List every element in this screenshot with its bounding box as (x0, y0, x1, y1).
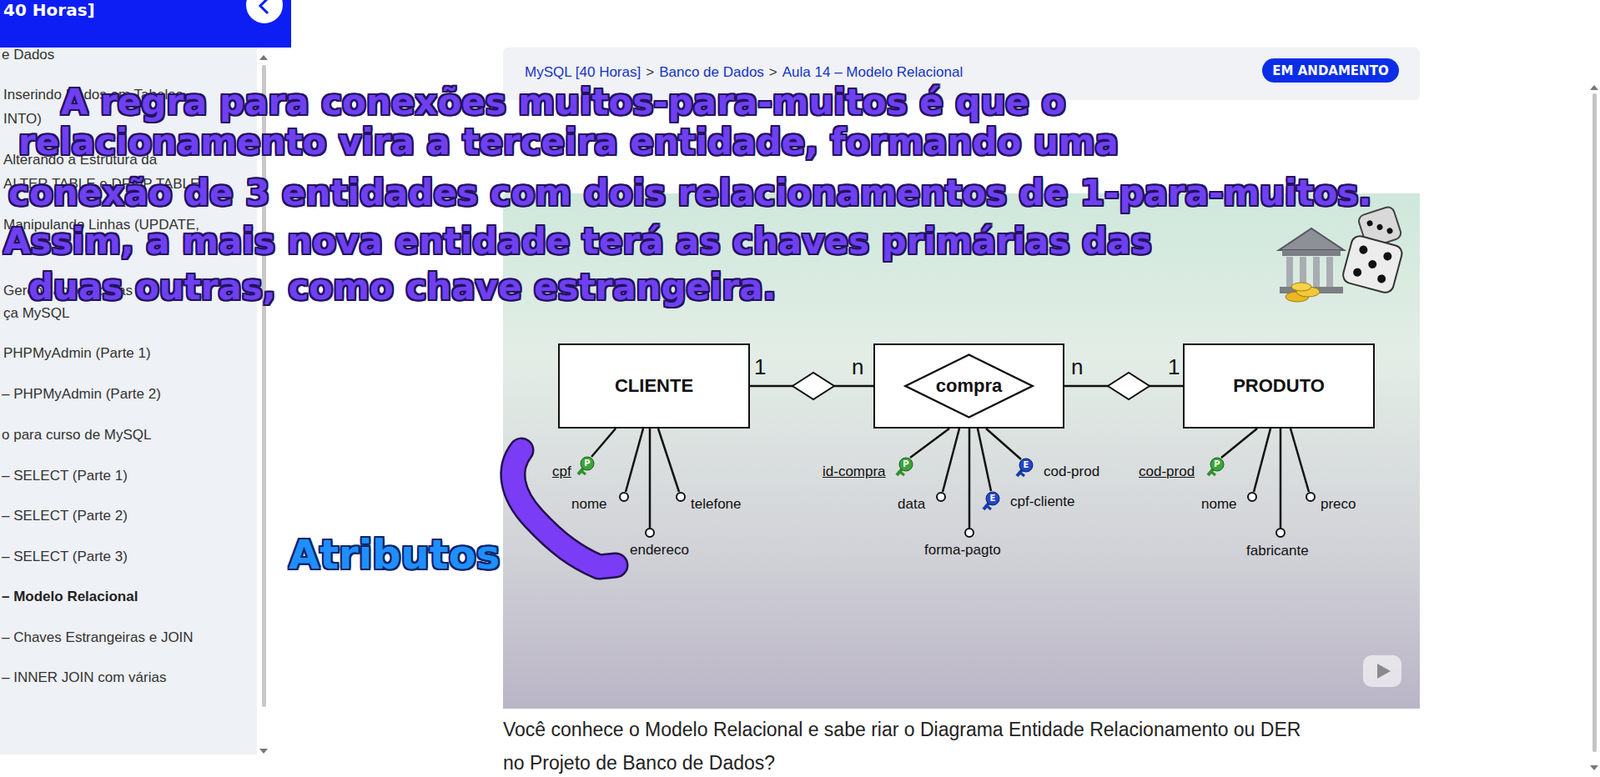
entity-box: CLIENTE (558, 343, 750, 429)
menu-item: – SELECT (Parte 3) (1, 548, 128, 566)
overlay-callout: Atributos (288, 530, 500, 579)
body-text: no Projeto de Banco de Dados? (503, 752, 775, 775)
brush-squiggle (513, 450, 616, 568)
attribute: nome (1201, 496, 1238, 514)
attribute: data (897, 496, 926, 514)
menu-item: – Chaves Estrangeiras e JOIN (1, 629, 194, 647)
menu-item: o para curso de MySQL (1, 427, 152, 444)
menu-item: – INNER JOIN com várias (1, 669, 167, 687)
overlay-note: relacionamento vira a terceira entidade,… (18, 121, 1119, 164)
node-text: compra (935, 375, 1002, 398)
relationship-entity: compra (873, 343, 1065, 429)
status-badge: EM ANDAMENTO (1262, 58, 1399, 83)
attribute-circles (619, 493, 1315, 538)
attribute: cod-prod (1043, 463, 1100, 481)
attribute: telefone (690, 496, 742, 514)
attribute: preco (1320, 496, 1357, 514)
diamond-shape (905, 355, 1032, 418)
menu-item-active: – Modelo Relacional (1, 588, 138, 606)
node-text: EM ANDAMENTO (1272, 63, 1389, 79)
overlay-note: duas outras, como chave estrangeira. (28, 266, 776, 309)
attribute: fabricante (1246, 543, 1309, 560)
menu-item: – SELECT (Parte 2) (1, 508, 128, 525)
key-attribute: cod-prod (1138, 463, 1195, 481)
breadcrumb-link: Aula 14 – Modelo Relacional (782, 64, 963, 81)
key-letter: E (987, 493, 998, 505)
breadcrumb-link: MySQL [40 Horas] (524, 64, 641, 81)
key-letter: P (900, 458, 911, 471)
menu-item: – PHPMyAdmin (Parte 2) (1, 386, 162, 403)
cardinality: 1 (754, 354, 766, 380)
key-letter: E (1021, 459, 1032, 472)
attribute: nome (571, 496, 608, 514)
collapse-button (0, 0, 301, 34)
play-button (1363, 655, 1402, 688)
breadcrumb-separator: > (640, 64, 660, 81)
body-text: Você conhece o Modelo Relacional e sabe … (503, 719, 1301, 741)
menu-item: PHPMyAdmin (Parte 1) (3, 345, 151, 363)
attribute: forma-pagto (924, 542, 1002, 559)
node-text: CLIENTE (614, 375, 694, 398)
attribute: endereco (629, 542, 690, 559)
page-scrollbar (1589, 85, 1599, 771)
cardinality: n (851, 354, 864, 380)
key-attribute: cpf (552, 463, 572, 481)
node-text: PRODUTO (1232, 375, 1325, 398)
breadcrumb-separator: > (764, 64, 783, 81)
breadcrumb-link: Banco de Dados (659, 64, 765, 81)
overlay-note: Assim, a mais nova entidade terá as chav… (3, 221, 1152, 263)
key-letter: P (582, 457, 593, 470)
key-attribute: id-compra (822, 463, 886, 481)
cardinality: 1 (1167, 354, 1180, 380)
menu-item: e Dados (1, 46, 55, 64)
menu-item: – SELECT (Parte 1) (1, 467, 128, 485)
overlay-note: conexão de 3 entidades com dois relacion… (8, 172, 1372, 215)
cardinality: n (1071, 354, 1083, 380)
key-letter: P (1212, 458, 1223, 471)
attribute-lines (591, 428, 1309, 529)
attribute: cpf-cliente (1010, 493, 1075, 511)
breadcrumb-row: MySQL [40 Horas]>Banco de Dados>Aula 14 … (524, 64, 963, 81)
overlay-note: A regra para conexões muitos-para-muitos… (60, 81, 1066, 124)
entity-box: PRODUTO (1182, 343, 1375, 429)
bank-dice-icon (1278, 205, 1404, 302)
